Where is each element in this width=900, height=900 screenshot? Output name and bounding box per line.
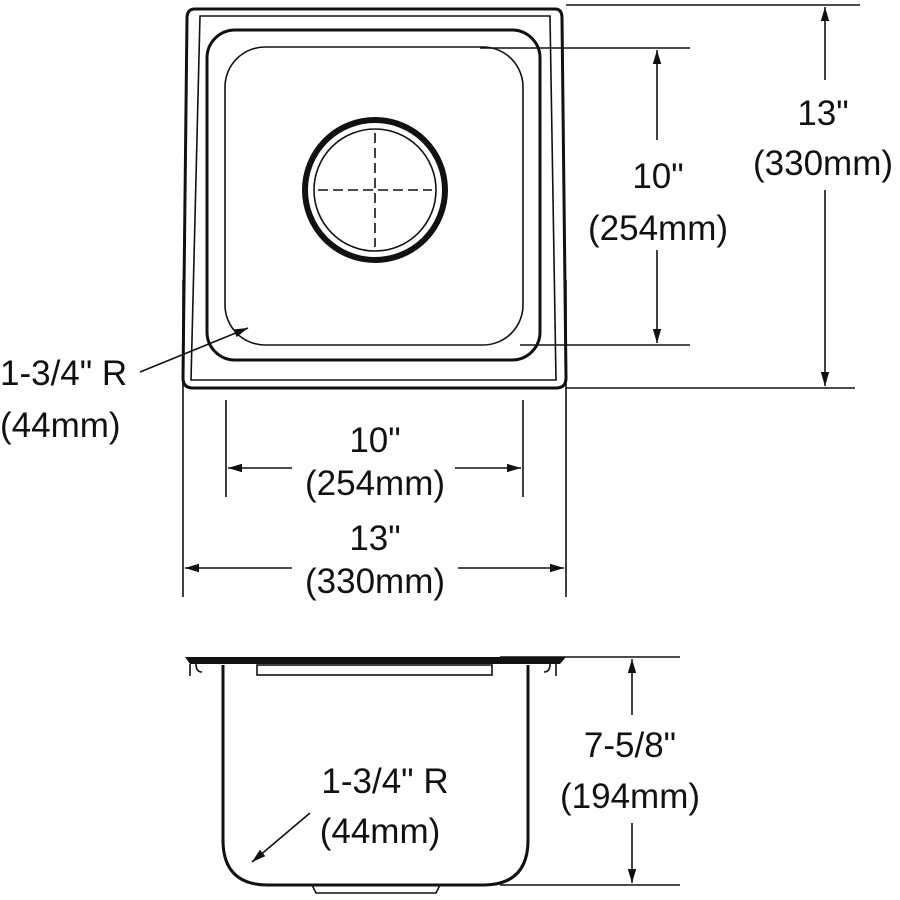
overall-width-inches: 13" xyxy=(797,94,848,133)
bowl-length-inches: 10" xyxy=(349,421,400,460)
overall-width-mm: (330mm) xyxy=(753,144,893,183)
sink-rim-inner xyxy=(190,15,557,381)
dimension-overall-length: 13" (330mm) xyxy=(182,280,567,601)
side-bowl xyxy=(221,665,530,887)
bowl-inner xyxy=(224,46,524,346)
side-view xyxy=(185,657,566,894)
side-corner-radius-mm: (44mm) xyxy=(320,812,441,851)
overall-length-inches: 13" xyxy=(349,519,400,558)
dimension-corner-radius-side: 1-3/4" R (44mm) xyxy=(251,762,449,863)
bowl-length-mm: (254mm) xyxy=(305,464,445,503)
depth-inches: 7-5/8" xyxy=(584,726,676,765)
corner-radius-inches: 1-3/4" R xyxy=(0,354,127,393)
side-rim xyxy=(185,657,566,664)
dimension-bowl-length: 10" (254mm) xyxy=(225,400,524,503)
bowl-width-inches: 10" xyxy=(632,157,683,196)
dimension-corner-radius-top: 1-3/4" R (44mm) xyxy=(0,327,249,445)
side-drain xyxy=(311,884,441,894)
depth-mm: (194mm) xyxy=(560,777,700,816)
bowl-width-mm: (254mm) xyxy=(588,209,728,248)
top-view xyxy=(181,7,568,390)
dimension-overall-width: 13" (330mm) xyxy=(566,4,893,389)
dimension-bowl-width: 10" (254mm) xyxy=(480,47,728,346)
overall-length-mm: (330mm) xyxy=(305,562,445,601)
dimension-depth: 7-5/8" (194mm) xyxy=(500,656,700,886)
drain-outer xyxy=(302,117,448,263)
side-corner-radius-inches: 1-3/4" R xyxy=(321,762,448,801)
drain-inner xyxy=(313,128,437,252)
corner-radius-mm: (44mm) xyxy=(0,406,121,445)
sink-rim-outer xyxy=(181,7,568,390)
bowl-outer xyxy=(205,28,542,362)
